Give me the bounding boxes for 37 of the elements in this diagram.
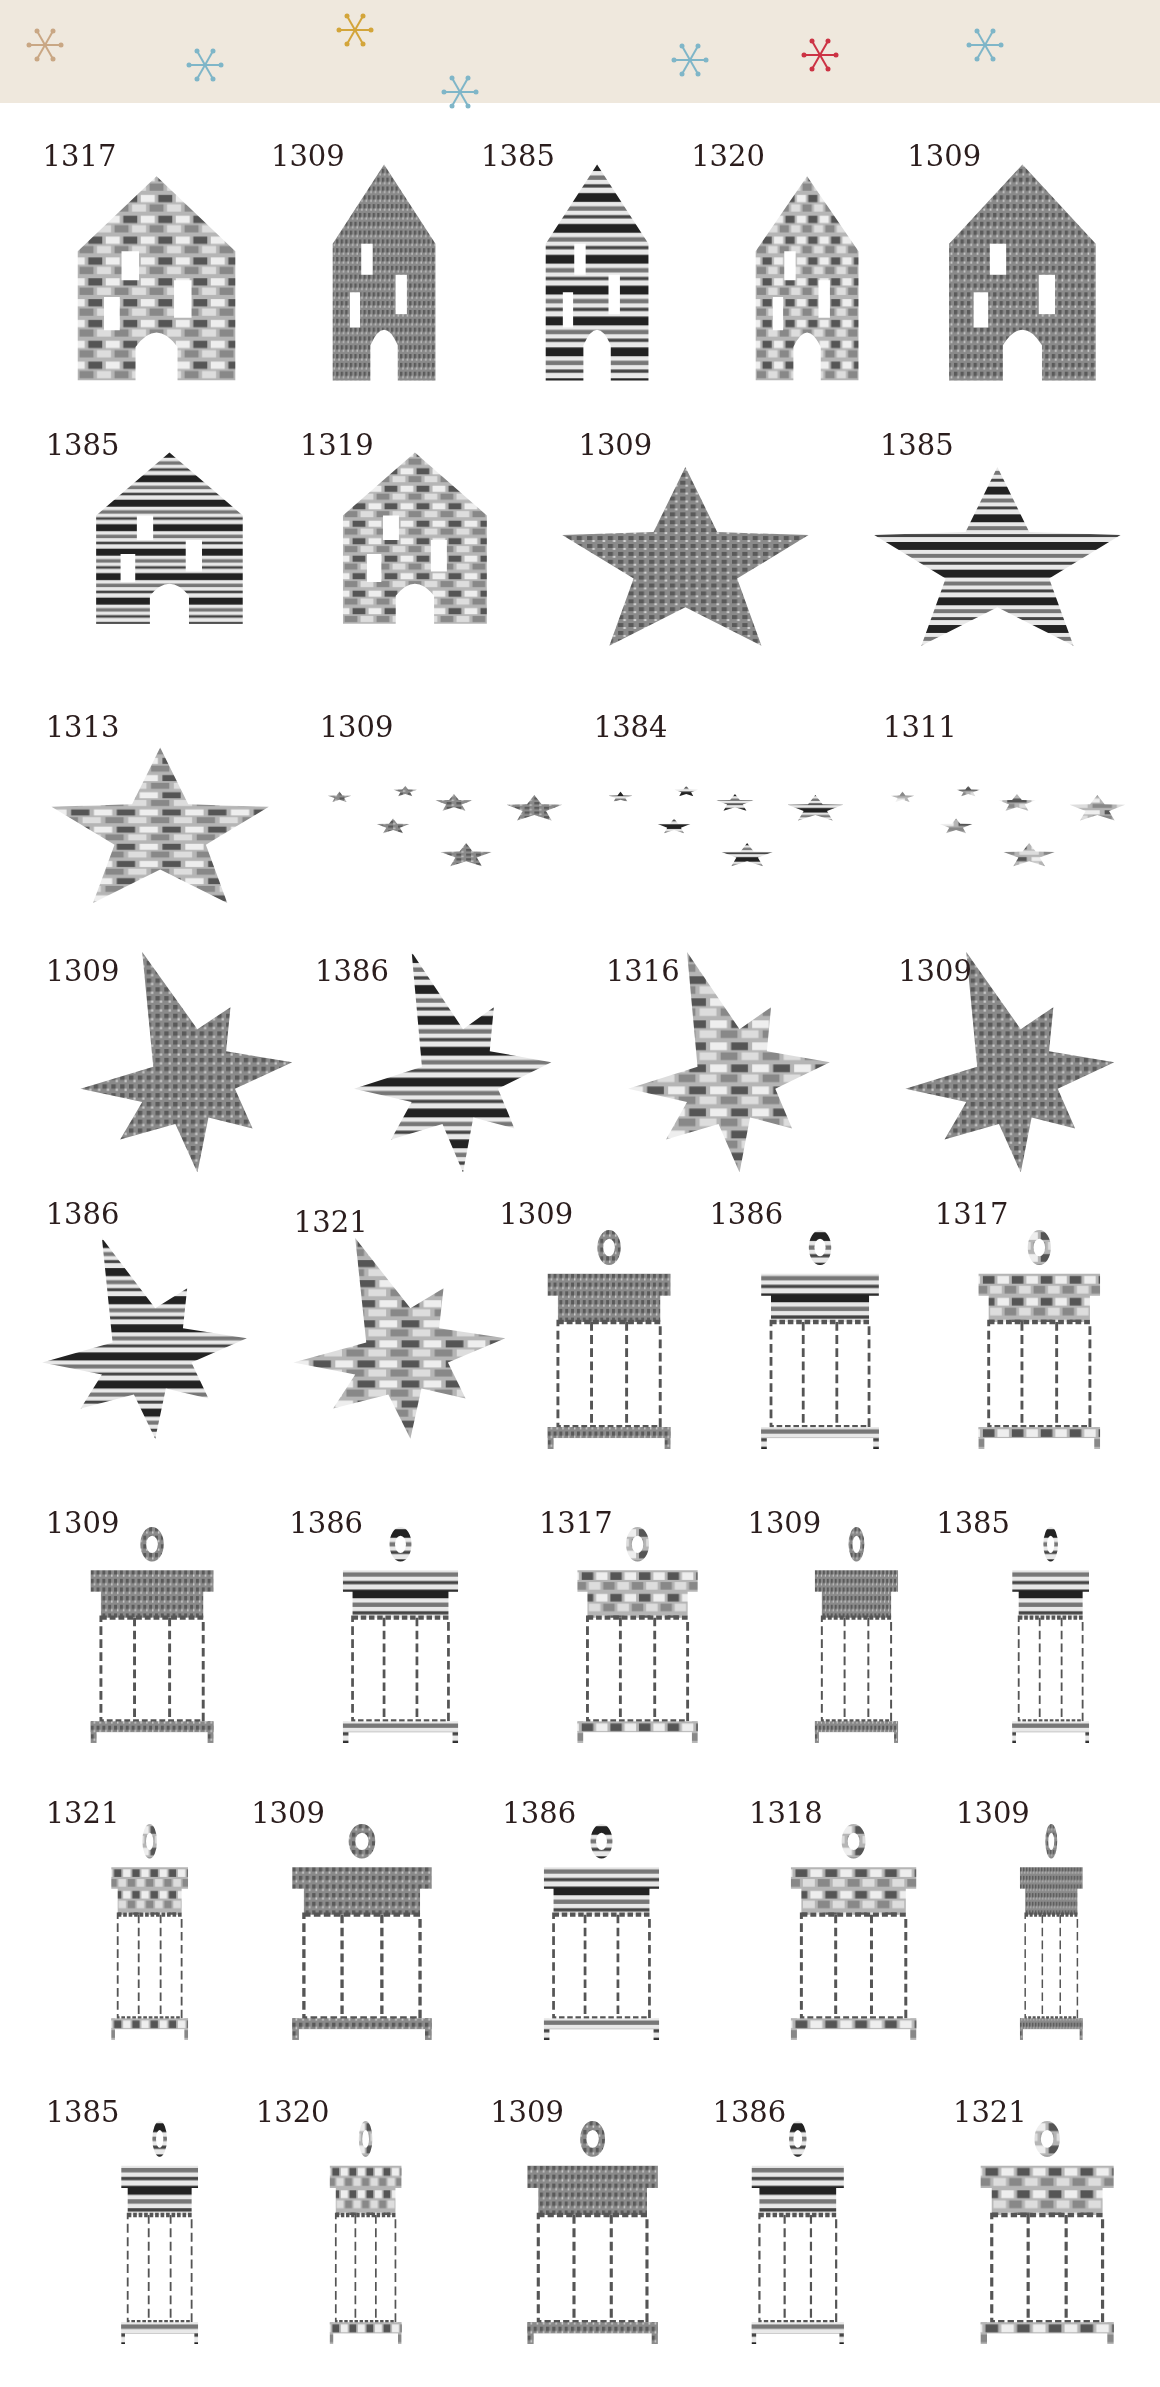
code-number: 1321 [293,1207,368,1237]
code-number: 1386 [502,1798,577,1828]
code-number: 1318 [748,1798,823,1828]
code-number: 1309 [319,713,394,743]
code-number: 1317 [42,142,117,172]
code-number: 1319 [299,431,374,461]
code-number: 1309 [898,956,972,986]
code-number: 1309 [907,142,982,172]
code-number: 1317 [538,1509,613,1539]
code-number: 1309 [499,1200,574,1230]
code-number: 1385 [879,431,954,461]
code-number: 1385 [936,1509,1011,1539]
code-number: 1309 [747,1509,822,1539]
code-number: 1321 [952,2098,1027,2128]
code-number: 1386 [289,1509,364,1539]
code-number: 1321 [45,1798,120,1828]
code-number: 1320 [691,142,765,172]
code-number: 1309 [270,142,345,172]
code-number: 1309 [251,1798,325,1828]
code-number: 1311 [882,713,957,743]
code-number: 1385 [45,2098,120,2128]
code-number: 1384 [593,713,668,743]
code-number: 1385 [45,431,120,461]
code-number: 1386 [315,956,389,986]
code-number: 1309 [956,1798,1030,1828]
code-number: 1317 [934,1200,1009,1230]
code-number: 1386 [712,2098,787,2128]
code-number: 1386 [45,1200,120,1230]
code-number: 1309 [45,956,120,986]
code-number: 1313 [45,713,120,743]
code-number: 1385 [481,142,555,172]
code-number: 1320 [255,2098,330,2128]
code-number: 1309 [578,431,653,461]
code-number: 1309 [490,2098,564,2128]
code-number: 1316 [605,956,680,986]
code-number: 1386 [709,1200,784,1230]
code-number: 1309 [45,1509,120,1539]
